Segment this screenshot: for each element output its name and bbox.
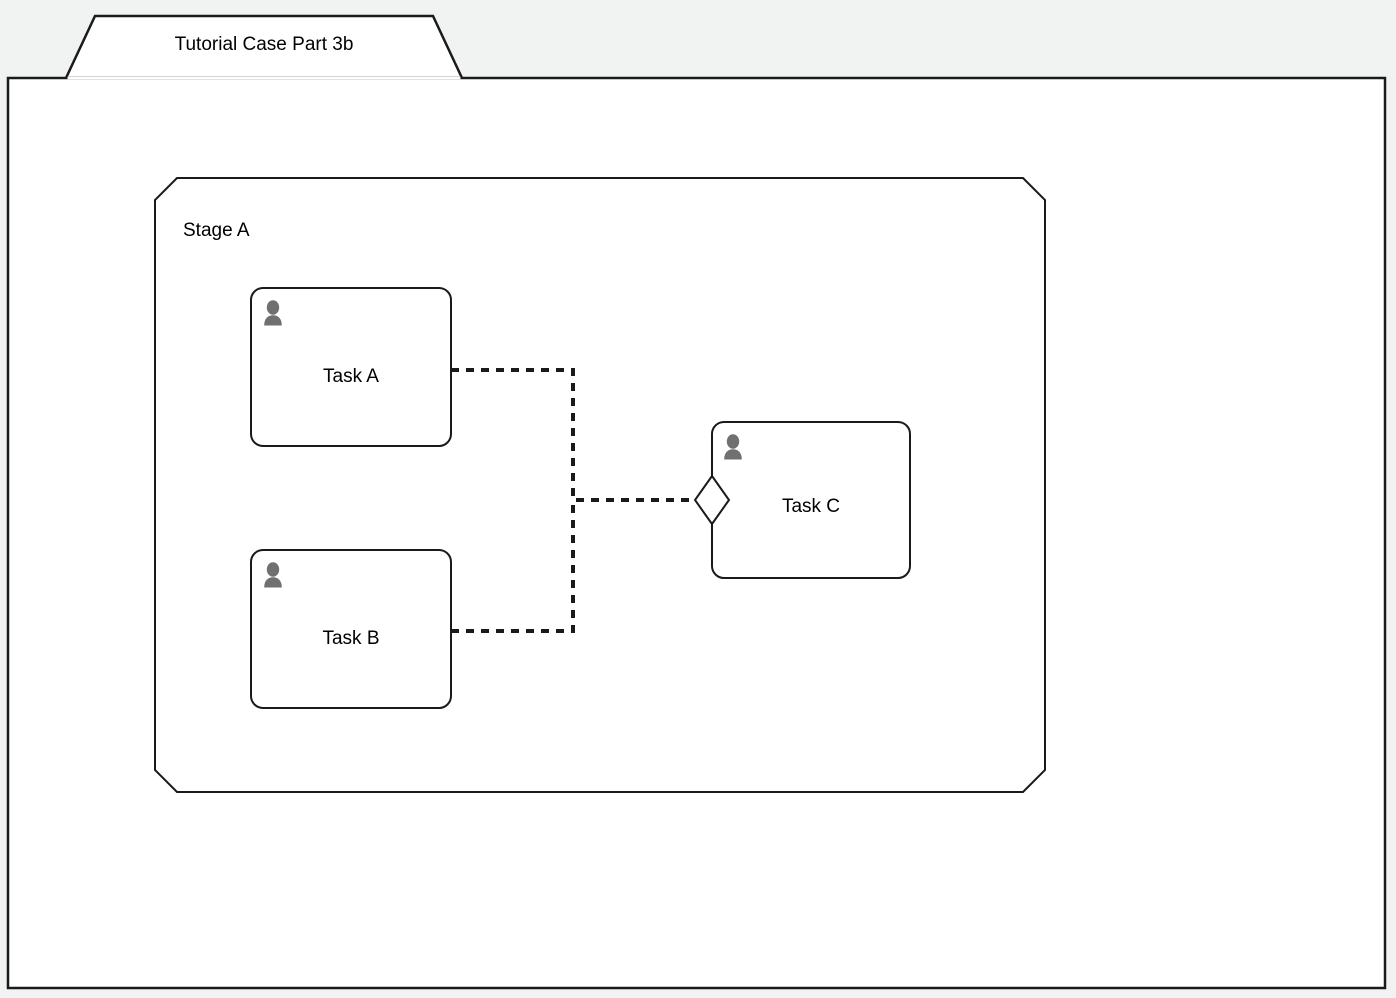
task-c[interactable]: Task C [711,421,911,579]
task-b[interactable]: Task B [250,549,452,709]
task-b-shape[interactable] [250,549,452,709]
task-c-label: Task C [782,496,840,517]
person-icon [264,562,282,588]
person-icon [264,300,282,326]
connectors-group [451,368,695,633]
entry-criterion-diamond[interactable] [693,474,731,526]
connector-task-b-to-sentry[interactable] [451,500,575,633]
case-plan-title: Tutorial Case Part 3b [175,34,354,55]
task-a-shape[interactable] [250,287,452,447]
task-b-label: Task B [322,628,379,649]
task-a[interactable]: Task A [250,287,452,447]
connector-task-a-to-sentry[interactable] [451,368,695,502]
stage-label: Stage A [183,220,250,241]
person-icon [724,434,742,460]
task-a-label: Task A [323,366,379,387]
tasks-group: Task A Task B Task C [250,287,911,709]
